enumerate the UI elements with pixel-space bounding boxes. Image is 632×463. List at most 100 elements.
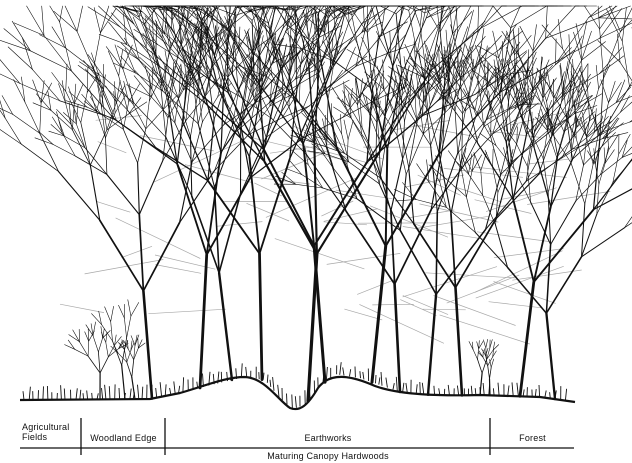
tree-branch [360,79,363,99]
tree-branch [430,85,440,105]
tree-trunk [546,313,555,399]
tree-branch [138,163,140,215]
tree-branch [307,155,346,211]
tree-branch [478,6,493,33]
tree-branch [451,214,456,288]
grass-blade [156,388,157,398]
grass-blade [403,383,404,393]
tree-branch [57,112,63,133]
tree-branch [119,305,125,318]
tree-layer [0,6,632,401]
faint-branch [148,309,225,314]
tree-branch [400,174,406,230]
tree-branch [345,87,358,105]
grass-blade [246,367,247,377]
tree-branch [331,14,345,70]
tree-branch [62,81,65,103]
faint-branch [489,302,542,308]
tree-branch [477,342,479,349]
tree-branch [375,36,378,66]
grass-blade [105,385,106,400]
tree-branch [616,87,631,103]
faint-branch [512,270,581,280]
tree-branch [92,314,102,325]
tree-trunk [314,246,325,382]
tree-branch [437,6,439,26]
faint-branch [494,282,556,304]
tree-branch [493,149,494,167]
tree-branch [295,6,296,31]
tree-branch [13,114,40,133]
tree-branch [0,56,20,83]
tree-branch [144,24,159,67]
tree-branch [42,6,44,36]
tree-branch [134,29,158,44]
tree-branch [88,356,100,373]
tree-branch [455,110,458,153]
tree-branch [296,184,323,188]
grass-blade [517,383,519,397]
faint-branch [85,260,164,274]
tree-branch [599,56,623,74]
grass-blade [278,385,279,397]
tree-branch [0,127,21,145]
faint-branch [440,315,530,344]
tree-branch [352,6,361,15]
tree-branch [90,165,100,220]
label-forest: Forest [491,433,574,443]
tree-branch [486,339,488,348]
grass-blade [287,394,288,405]
tree-branch [268,10,283,45]
tree-branch [111,306,114,321]
tree-branch [139,215,143,291]
tree-branch [533,25,537,51]
grass-blade [142,387,143,399]
faint-branch [275,239,365,269]
tree-branch [183,123,208,181]
grass-blade [363,372,364,379]
tree-branch [600,29,604,76]
tree-trunk [143,291,152,399]
label-earthworks: Earthworks [166,433,490,443]
grass-blade [292,395,293,409]
tree-branch [39,131,53,144]
tree-branch [89,331,95,341]
grass-blade [273,377,274,391]
tree-branch [582,31,592,60]
label-maturing-canopy-hardwoods: Maturing Canopy Hardwoods [166,451,490,461]
tree-branch [357,199,400,231]
grass-blade [138,385,139,399]
tree-branch [546,6,548,38]
grass-blade [29,387,30,400]
tree-branch [602,132,615,146]
grass-blade [393,383,394,389]
tree-branch [613,161,632,183]
tree-branch [436,212,437,294]
grass-blade [535,389,536,397]
grass-blade [102,388,103,399]
tree-branch [93,322,96,336]
tree-branch [609,82,622,102]
tree-branch [81,123,91,166]
tree-branch [546,257,581,313]
grass-blade [483,383,484,395]
tree-branch [473,349,478,359]
tree-branch [600,6,616,29]
tree-trunk [260,254,263,380]
tree-branch [128,300,131,316]
tree-branch [5,118,21,144]
tree-branch [493,6,511,28]
tree-branch [40,103,41,133]
grass-blade [360,371,361,378]
ground-profile-earthworks [20,377,575,409]
tree-branch [456,219,497,288]
tree-branch [100,220,144,291]
tree-branch [478,359,483,373]
tree-branch [121,56,136,73]
tree-branch [554,83,561,98]
tree-branch [105,307,111,322]
tree-branch [107,175,139,215]
tree-branch [460,78,462,114]
tree-branch [127,351,131,363]
grass-blade [343,367,344,375]
